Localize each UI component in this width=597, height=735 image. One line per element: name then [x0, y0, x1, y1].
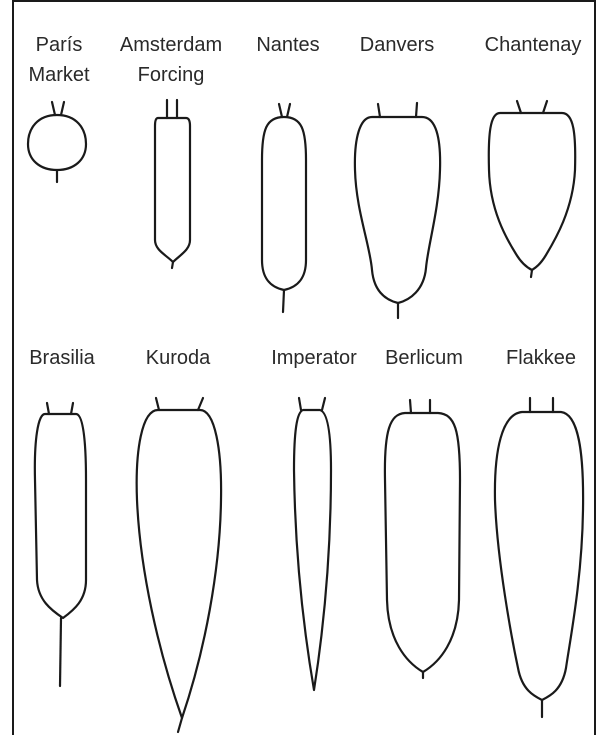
carrot-flakkee-shape	[495, 398, 583, 717]
carrot-kuroda-shape	[137, 398, 221, 732]
carrot-paris-market-shape	[28, 102, 86, 182]
carrot-imperator-shape	[294, 398, 331, 690]
carrot-chantenay-shape	[489, 101, 575, 277]
carrot-danvers-shape	[355, 103, 440, 318]
carrot-nantes-shape	[262, 104, 306, 312]
carrot-brasilia-shape	[35, 403, 86, 686]
carrot-amsterdam-forcing-shape	[155, 100, 190, 268]
carrot-berlicum-shape	[385, 400, 460, 678]
